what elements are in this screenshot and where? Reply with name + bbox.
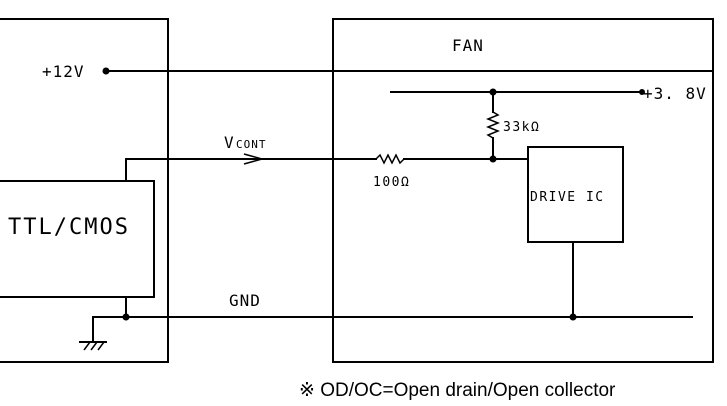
supply-12v-terminal-dot [102,67,110,75]
drive-ic-block [527,146,624,318]
vcont-subscript: CONT [236,138,267,151]
drive-ic-label: DRIVE IC [530,190,605,205]
ttl-cmos-block [0,180,155,318]
junction-dot-gnd-ic [569,313,577,321]
vcont-signal-line [125,153,377,182]
fan-label: FAN [452,36,484,55]
junction-dot-gnd-left [122,313,130,321]
gnd-line [92,313,693,321]
resistor-33k-icon [485,91,501,160]
resistor-100-label: 100Ω [373,175,410,190]
junction-dot-vcont [489,155,497,163]
resistor-33k-label: 33kΩ [503,120,540,135]
supply-12v-line [102,67,714,75]
ttl-cmos-label: TTL/CMOS [8,215,130,240]
supply-3-8v-terminal-dot [639,89,645,95]
host-block-frame [0,18,169,363]
ground-symbol-icon [79,316,107,351]
fan-block-frame [332,18,714,363]
supply-3-8v-line [390,88,645,96]
signal-direction-arrow-icon [243,153,265,165]
supply-3-8v-label: +3. 8V [643,84,707,103]
vcont-label: V [224,133,235,152]
supply-12v-label: +12V [42,62,85,81]
resistor-100-icon [375,153,529,165]
gnd-label: GND [229,291,261,310]
footnote-text: ※ OD/OC=Open drain/Open collector [299,380,616,401]
